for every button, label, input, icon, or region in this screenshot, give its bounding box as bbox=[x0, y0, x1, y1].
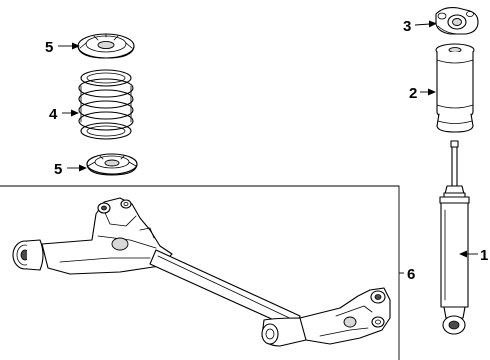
axle-trailing-arm-left bbox=[41, 197, 173, 275]
shock-absorber bbox=[439, 140, 470, 335]
callout-4: 4 bbox=[49, 106, 58, 123]
callout-5-lower: 5 bbox=[54, 161, 62, 178]
callout-2: 2 bbox=[409, 85, 417, 102]
callout-5-upper: 5 bbox=[45, 39, 53, 56]
axle-cross-beam bbox=[149, 249, 311, 347]
callout-6: 6 bbox=[407, 266, 415, 283]
shock-upper-mount bbox=[435, 7, 479, 35]
axle-trailing-arm-right bbox=[299, 287, 391, 345]
axle-box-outline bbox=[0, 185, 400, 360]
axle-bushing-left bbox=[12, 239, 44, 271]
rear-axle-beam bbox=[0, 185, 404, 360]
spring-lower-insulator bbox=[86, 153, 138, 176]
spring-upper-insulator bbox=[77, 33, 135, 59]
callout-labels: 5 4 5 3 2 1 6 bbox=[45, 18, 488, 283]
coil-spring bbox=[78, 69, 134, 140]
dust-boot bbox=[435, 43, 475, 133]
leader-lines bbox=[58, 20, 478, 258]
callout-3: 3 bbox=[403, 18, 411, 35]
callout-1: 1 bbox=[480, 247, 488, 264]
